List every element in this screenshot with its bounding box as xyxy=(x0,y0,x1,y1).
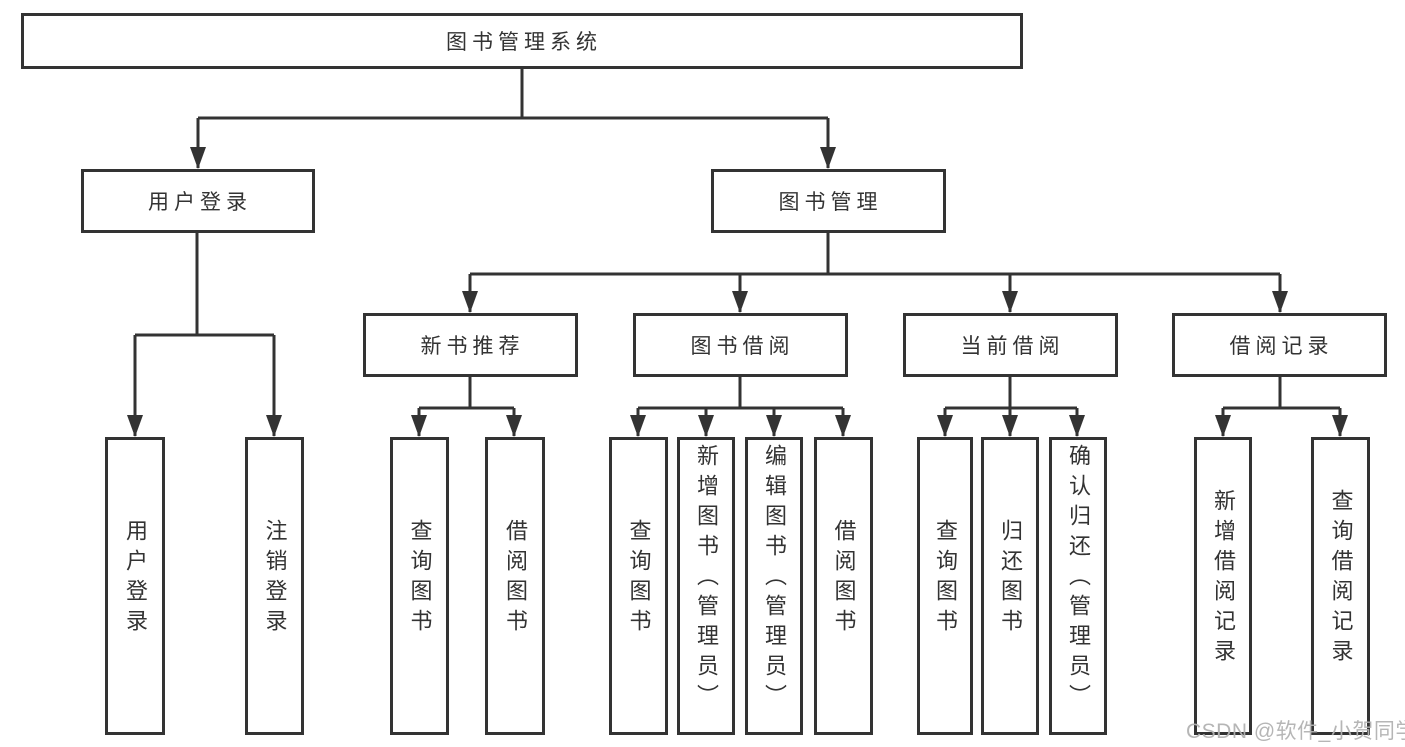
leaf-query-books-current-label: 查询图书 xyxy=(933,519,958,639)
leaf-add-borrow-record: 新增借阅记录 xyxy=(1194,437,1252,735)
node-root-library-system: 图书管理系统 xyxy=(21,13,1023,69)
leaf-borrow-books: 借阅图书 xyxy=(814,437,873,735)
edges-group xyxy=(127,68,1348,437)
node-borrowing-records-label: 借阅记录 xyxy=(1229,335,1334,358)
leaf-query-books-borrow-label: 查询图书 xyxy=(626,519,652,639)
leaf-edit-book-admin-label: 编辑图书（管理员） xyxy=(762,444,787,714)
leaf-return-book: 归还图书 xyxy=(981,437,1039,735)
leaf-confirm-return-admin: 确认归还（管理员） xyxy=(1049,437,1107,735)
leaf-borrow-books-label: 借阅图书 xyxy=(831,519,857,639)
node-book-borrowing: 图书借阅 xyxy=(633,313,848,377)
leaf-query-borrow-record-label: 查询借阅记录 xyxy=(1328,489,1354,669)
node-user-login-label: 用户登录 xyxy=(148,191,252,214)
leaf-query-books-current: 查询图书 xyxy=(917,437,973,735)
leaf-user-login-label: 用户登录 xyxy=(123,519,148,639)
leaf-query-borrow-record: 查询借阅记录 xyxy=(1311,437,1370,735)
node-current-borrowing-label: 当前借阅 xyxy=(960,335,1065,358)
leaf-return-book-label: 归还图书 xyxy=(998,519,1023,639)
node-book-management-label: 图书管理 xyxy=(778,191,883,214)
node-book-management: 图书管理 xyxy=(711,169,946,233)
leaf-user-login: 用户登录 xyxy=(105,437,165,735)
node-current-borrowing: 当前借阅 xyxy=(903,313,1118,377)
leaf-borrow-books-recommend-label: 借阅图书 xyxy=(503,519,528,639)
node-book-borrowing-label: 图书借阅 xyxy=(690,335,795,358)
node-new-book-recommend-label: 新书推荐 xyxy=(420,335,525,358)
leaf-add-book-admin-label: 新增图书（管理员） xyxy=(694,444,719,714)
leaf-edit-book-admin: 编辑图书（管理员） xyxy=(745,437,803,735)
csdn-watermark: CSDN @软件_小贺同学 xyxy=(1186,720,1405,743)
node-new-book-recommend: 新书推荐 xyxy=(363,313,578,377)
leaf-query-books-recommend-label: 查询图书 xyxy=(407,519,433,639)
leaf-query-books-recommend: 查询图书 xyxy=(390,437,449,735)
leaf-logout: 注销登录 xyxy=(245,437,304,735)
node-borrowing-records: 借阅记录 xyxy=(1172,313,1387,377)
leaf-add-book-admin: 新增图书（管理员） xyxy=(677,437,735,735)
leaf-borrow-books-recommend: 借阅图书 xyxy=(485,437,545,735)
leaf-logout-label: 注销登录 xyxy=(262,519,288,639)
leaf-confirm-return-admin-label: 确认归还（管理员） xyxy=(1066,444,1091,714)
leaf-query-books-borrow: 查询图书 xyxy=(609,437,668,735)
leaf-add-borrow-record-label: 新增借阅记录 xyxy=(1211,489,1236,669)
node-root-label: 图书管理系统 xyxy=(446,31,602,54)
node-user-login: 用户登录 xyxy=(81,169,315,233)
